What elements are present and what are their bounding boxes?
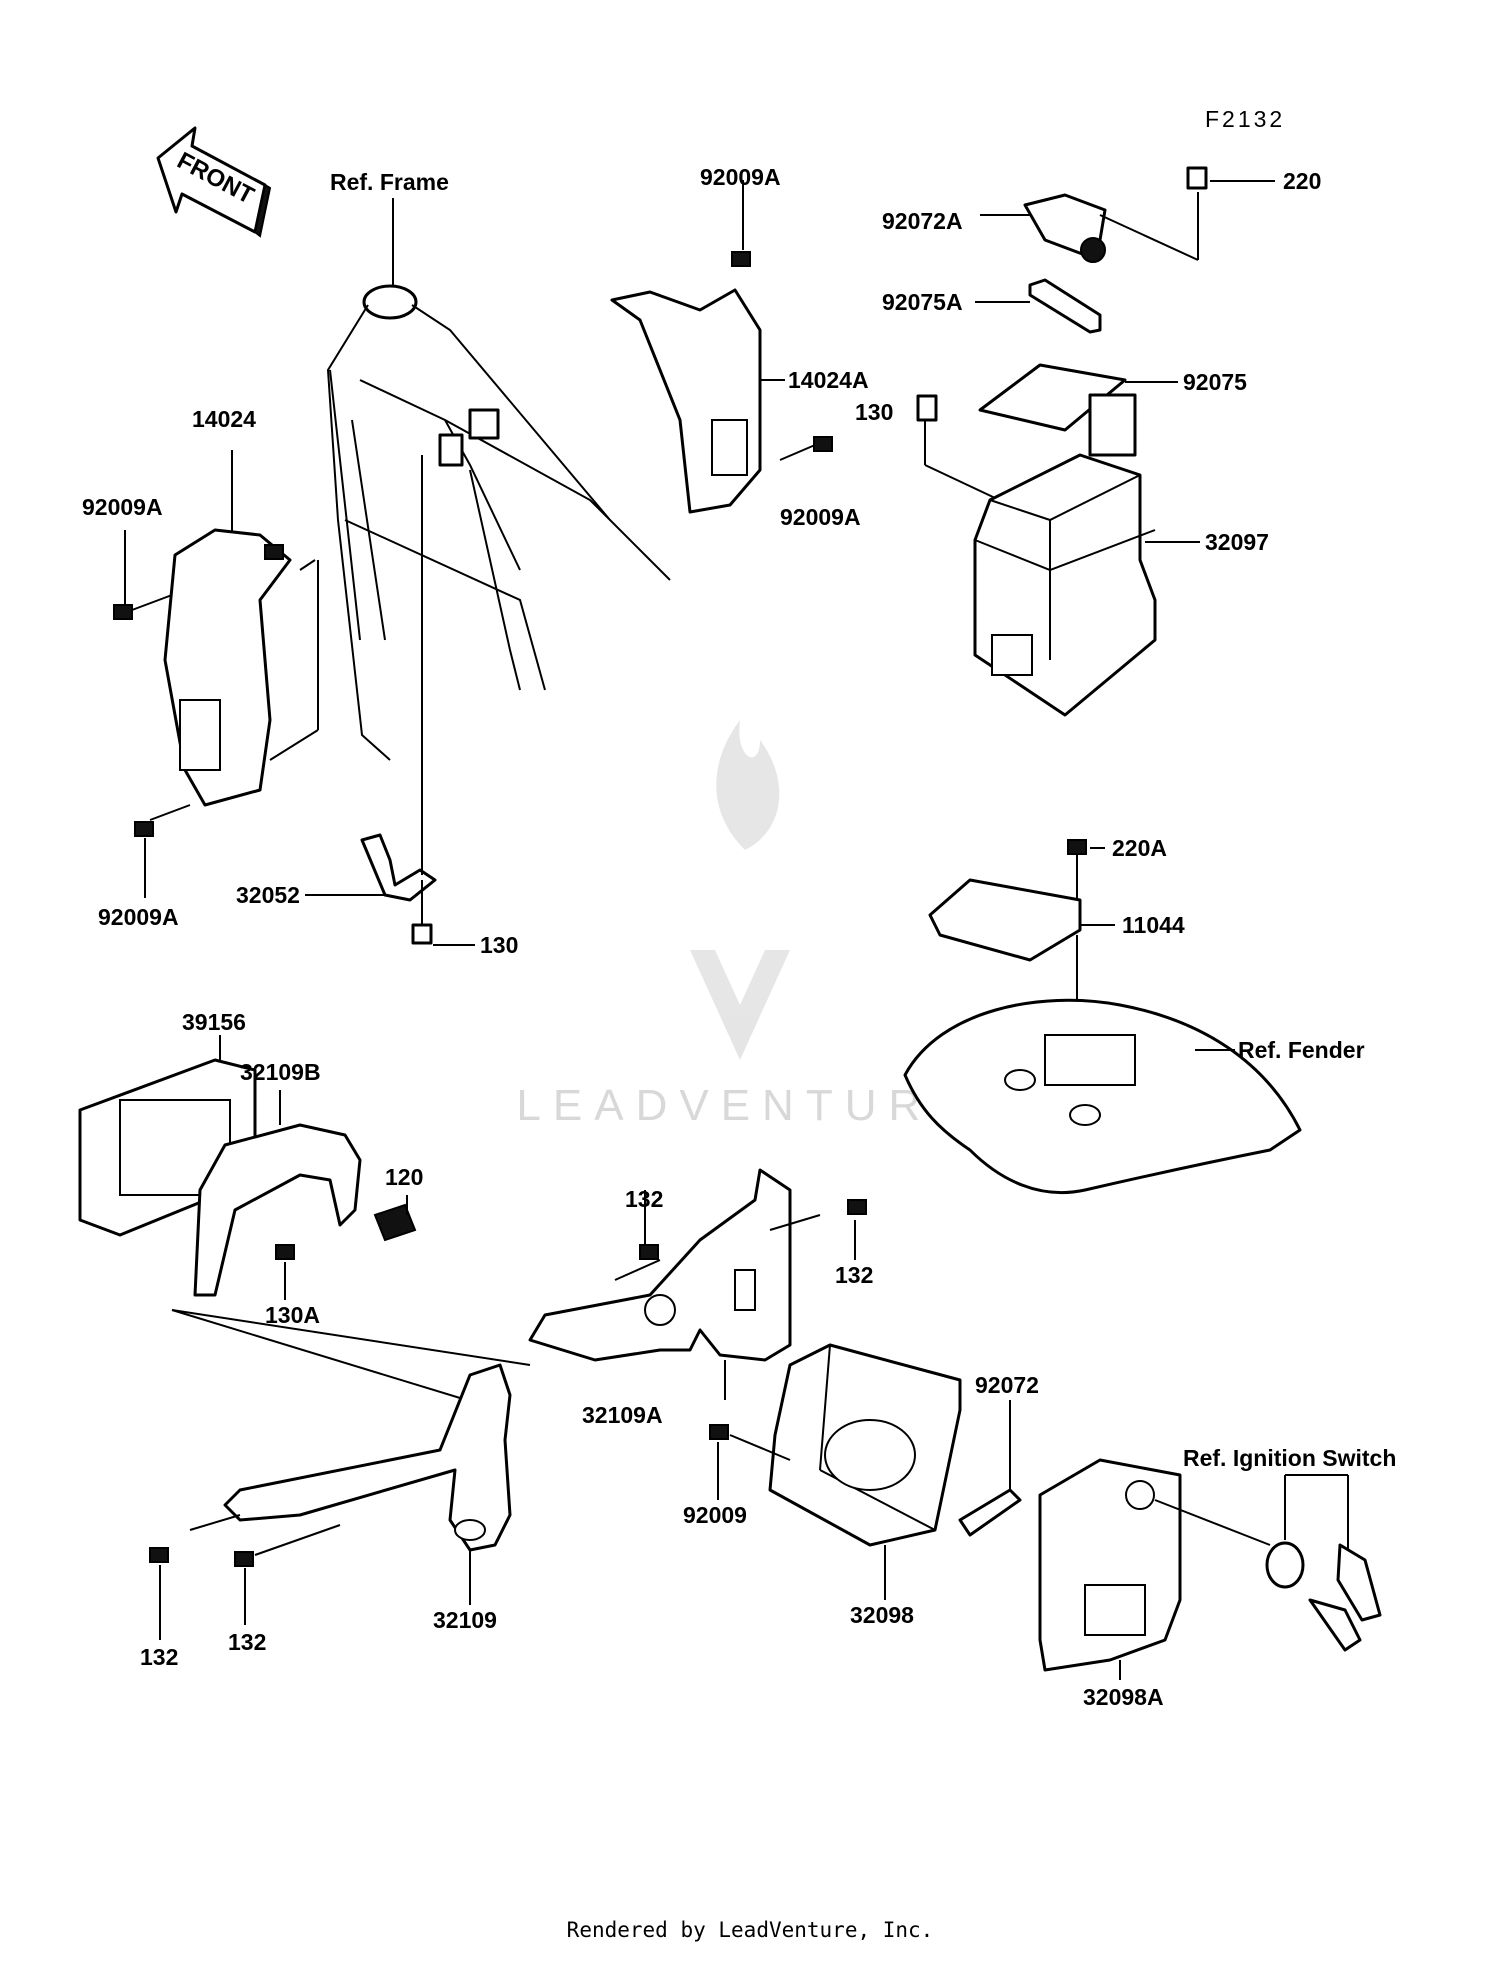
label-120: 120 [385, 1164, 423, 1190]
label-92009A-mid: 92009A [780, 504, 861, 530]
label-32098: 32098 [850, 1602, 914, 1628]
label-11044: 11044 [1122, 912, 1185, 938]
bracket-32109B [171, 1090, 531, 1399]
watermark-text: LEADVENTURE [516, 1081, 973, 1130]
bolt-92009A-top [731, 180, 751, 267]
frame-part [326, 198, 671, 761]
label-92075: 92075 [1183, 369, 1247, 395]
cover-14024 [163, 450, 319, 807]
label-220A: 220A [1112, 835, 1167, 861]
leadventure-watermark: LEADVENTURE [516, 720, 973, 1130]
bracket-11044 [928, 878, 1115, 1000]
label-132-b: 132 [835, 1262, 873, 1288]
pad-92075 [978, 363, 1178, 432]
label-ref-frame: Ref. Frame [330, 169, 449, 195]
label-ref-fender: Ref. Fender [1238, 1037, 1365, 1063]
label-92072: 92072 [975, 1372, 1039, 1398]
label-92075A: 92075A [882, 289, 963, 315]
bolt-92009A-bottom [134, 804, 191, 898]
battery-case-32097 [916, 393, 1200, 717]
case-32098 [768, 1343, 962, 1600]
ignition-switch-icon [1265, 1474, 1382, 1652]
label-92009A-bottom: 92009A [98, 904, 179, 930]
label-39156: 39156 [182, 1009, 246, 1035]
label-14024A: 14024A [788, 367, 869, 393]
label-92072A: 92072A [882, 208, 963, 234]
label-32109B: 32109B [240, 1059, 321, 1085]
label-132-d: 132 [228, 1629, 266, 1655]
bolt-92009A-left [113, 530, 173, 620]
label-220: 220 [1283, 168, 1321, 194]
bolt-92009 [709, 1424, 791, 1500]
label-130-top: 130 [855, 399, 893, 425]
bracket-14024A [610, 288, 833, 514]
label-130A: 130A [265, 1302, 320, 1328]
label-32097: 32097 [1205, 529, 1269, 555]
cover-32098A [1038, 1458, 1271, 1680]
label-92009A-top: 92009A [700, 164, 781, 190]
footer-credit: Rendered by LeadVenture, Inc. [566, 1918, 934, 1942]
label-14024: 14024 [192, 406, 256, 432]
label-92009A-left: 92009A [82, 494, 163, 520]
strap-92075A [975, 278, 1102, 334]
label-132-a: 132 [625, 1186, 663, 1212]
label-32109: 32109 [433, 1607, 497, 1633]
label-130-mid: 130 [480, 932, 518, 958]
front-arrow-icon: FRONT [156, 126, 272, 238]
label-32052: 32052 [236, 882, 300, 908]
label-92009: 92009 [683, 1502, 747, 1528]
label-ref-ignition-switch: Ref. Ignition Switch [1183, 1445, 1396, 1471]
label-132-c: 132 [140, 1644, 178, 1670]
figure-code: F2132 [1205, 106, 1285, 132]
bracket-32052 [305, 455, 475, 946]
bracket-32109 [149, 1363, 512, 1640]
fender-part [903, 998, 1302, 1195]
label-32109A: 32109A [582, 1402, 663, 1428]
label-32098A: 32098A [1083, 1684, 1164, 1710]
clamp-92072A [980, 166, 1275, 263]
bracket-32109A [528, 1168, 867, 1400]
strap-92072 [958, 1400, 1022, 1537]
